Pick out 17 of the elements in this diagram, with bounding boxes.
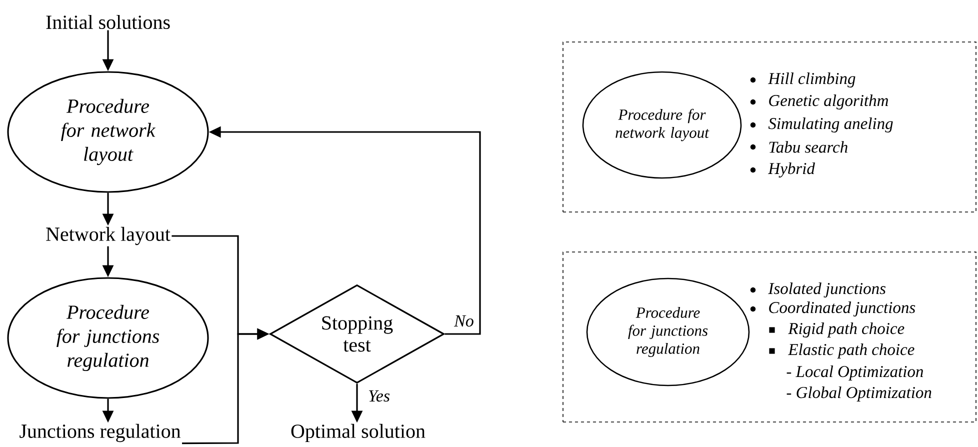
list-item: Rigid path choice: [788, 322, 904, 338]
flow-label: Junctions regulation: [20, 424, 181, 442]
list-item: Genetic algorithm: [769, 94, 888, 110]
list-item: Hybrid: [768, 162, 815, 178]
flow-label: Initial solutions: [46, 14, 170, 30]
list-item: Coordinated junctions: [769, 302, 916, 316]
edge-label: Yes: [368, 390, 390, 402]
list-item: Simulating aneling: [768, 118, 893, 132]
list-item: - Local Optimization: [786, 366, 924, 380]
list-item: Elastic path choice: [788, 344, 914, 358]
list-item: Tabu search: [769, 141, 848, 153]
list-item: Hill climbing: [768, 72, 856, 88]
flow-label: Network layout: [46, 226, 170, 246]
edge-label: No: [454, 315, 474, 327]
flow-label: Optimal solution: [291, 424, 426, 442]
list-item: Isolated junctions: [768, 282, 886, 298]
list-item: - Global Optimization: [786, 386, 932, 402]
